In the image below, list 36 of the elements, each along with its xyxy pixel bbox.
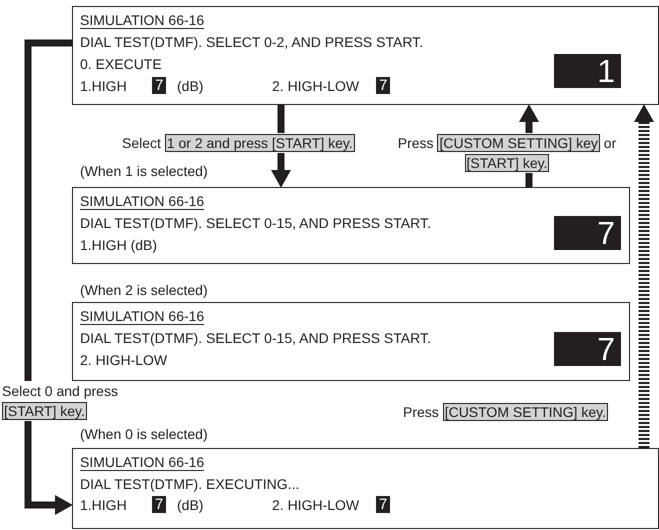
screen-text: 1.HIGH (dB) xyxy=(80,237,158,254)
value-display: 7 xyxy=(376,496,390,513)
condition-note: (When 2 is selected) xyxy=(80,282,208,299)
screen-panel xyxy=(72,302,630,381)
value-display: 7 xyxy=(152,496,166,513)
screen-title: SIMULATION 66-16 xyxy=(80,308,204,325)
screen-panel xyxy=(72,6,659,105)
screen-panel xyxy=(72,187,630,264)
screen-text: DIAL TEST(DTMF). EXECUTING... xyxy=(80,476,300,493)
screen-text: DIAL TEST(DTMF). SELECT 0-2, AND PRESS START. xyxy=(80,34,424,51)
screen-text: (dB) xyxy=(177,497,204,514)
value-display: 7 xyxy=(554,332,621,366)
screen-text: DIAL TEST(DTMF). SELECT 0-15, AND PRESS START. xyxy=(80,215,431,232)
value-display: 1 xyxy=(554,54,621,88)
edge-label: Press [CUSTOM SETTING] key. xyxy=(403,402,608,422)
screen-panel xyxy=(72,448,659,529)
edge-label: Press [CUSTOM SETTING] key or [START] key. xyxy=(396,133,618,173)
screen-title: SIMULATION 66-16 xyxy=(80,193,204,210)
value-display: 7 xyxy=(152,77,166,94)
arrow xyxy=(24,40,73,515)
screen-text: 2. HIGH-LOW xyxy=(272,497,360,514)
value-display: 7 xyxy=(376,77,390,94)
condition-note: (When 1 is selected) xyxy=(80,163,208,180)
screen-text: 2. HIGH-LOW xyxy=(80,352,168,369)
screen-text: (dB) xyxy=(177,78,204,95)
screen-text: DIAL TEST(DTMF). SELECT 0-15, AND PRESS START. xyxy=(80,330,431,347)
screen-title: SIMULATION 66-16 xyxy=(80,454,204,471)
value-display: 7 xyxy=(554,216,621,250)
screen-title: SIMULATION 66-16 xyxy=(80,12,204,29)
edge-label: Select 1 or 2 and press [START] key. xyxy=(122,133,355,153)
screen-text: 1.HIGH xyxy=(80,497,127,514)
arrow xyxy=(634,104,654,448)
screen-text: 2. HIGH-LOW xyxy=(272,78,360,95)
screen-text: 0. EXECUTE xyxy=(80,56,162,73)
screen-text: 1.HIGH xyxy=(80,78,127,95)
condition-note: (When 0 is selected) xyxy=(80,426,208,443)
